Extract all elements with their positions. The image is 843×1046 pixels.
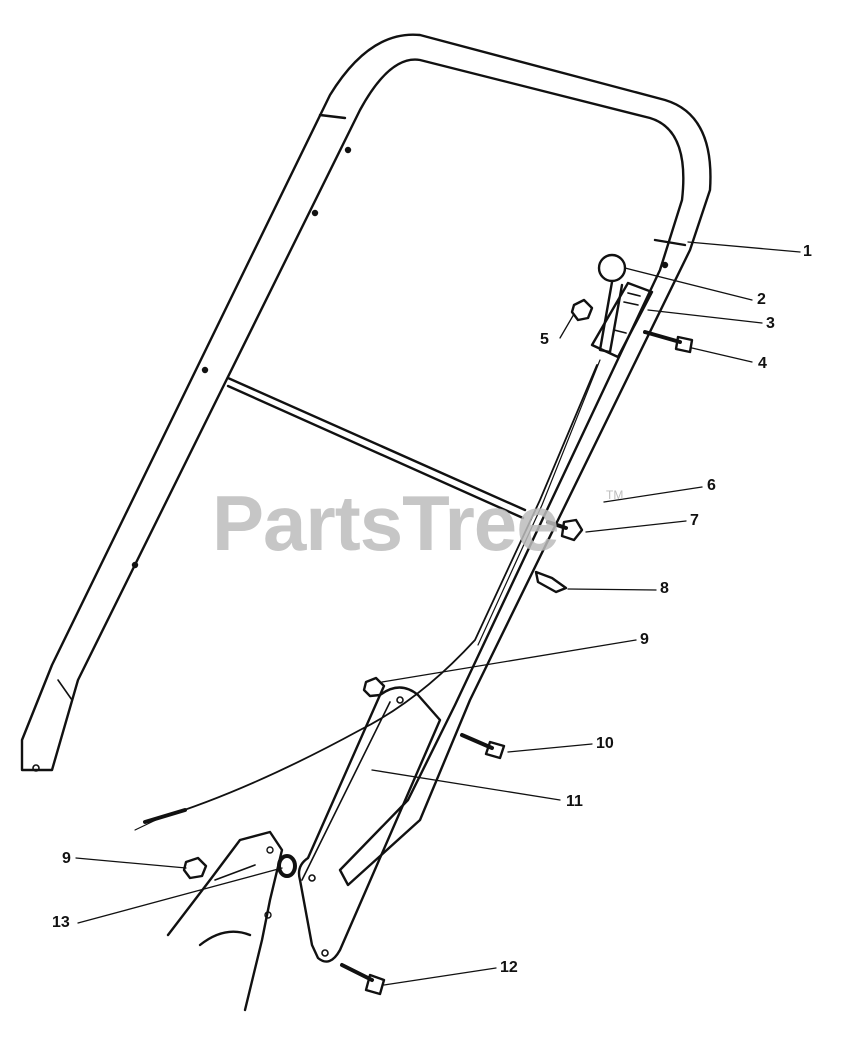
callout-11: 11 <box>566 793 583 810</box>
callout-12: 12 <box>500 959 518 976</box>
callout-13: 13 <box>52 914 70 931</box>
clip-8 <box>534 570 568 594</box>
callout-7: 7 <box>690 512 699 529</box>
nut-7 <box>560 518 584 542</box>
lower-handle <box>297 686 442 963</box>
callout-6: 6 <box>707 477 716 494</box>
control-cable <box>134 359 601 831</box>
bolt-12 <box>340 963 374 982</box>
callout-1: 1 <box>803 243 812 260</box>
callout-10: 10 <box>596 735 614 752</box>
callout-9a: 9 <box>640 631 649 648</box>
callout-9b: 9 <box>62 850 71 867</box>
nut-9-middle <box>362 676 386 698</box>
deck-bracket <box>166 830 284 1012</box>
nut-9-lower <box>182 856 208 880</box>
control-lever <box>590 253 654 359</box>
upper-handle <box>20 33 712 887</box>
callout-5: 5 <box>540 331 549 348</box>
nut-5 <box>570 298 594 322</box>
bolt-4 <box>643 330 682 344</box>
bolt-10 <box>460 733 494 750</box>
hardware <box>182 298 694 996</box>
callout-4: 4 <box>758 355 767 372</box>
watermark: PartsTree <box>212 479 560 567</box>
callout-8: 8 <box>660 580 669 597</box>
callout-3: 3 <box>766 315 775 332</box>
cross-bar <box>226 376 527 520</box>
leader-lines <box>75 241 801 986</box>
callout-2: 2 <box>757 291 766 308</box>
washer-13 <box>277 854 297 878</box>
trademark-mark: TM <box>606 488 624 502</box>
